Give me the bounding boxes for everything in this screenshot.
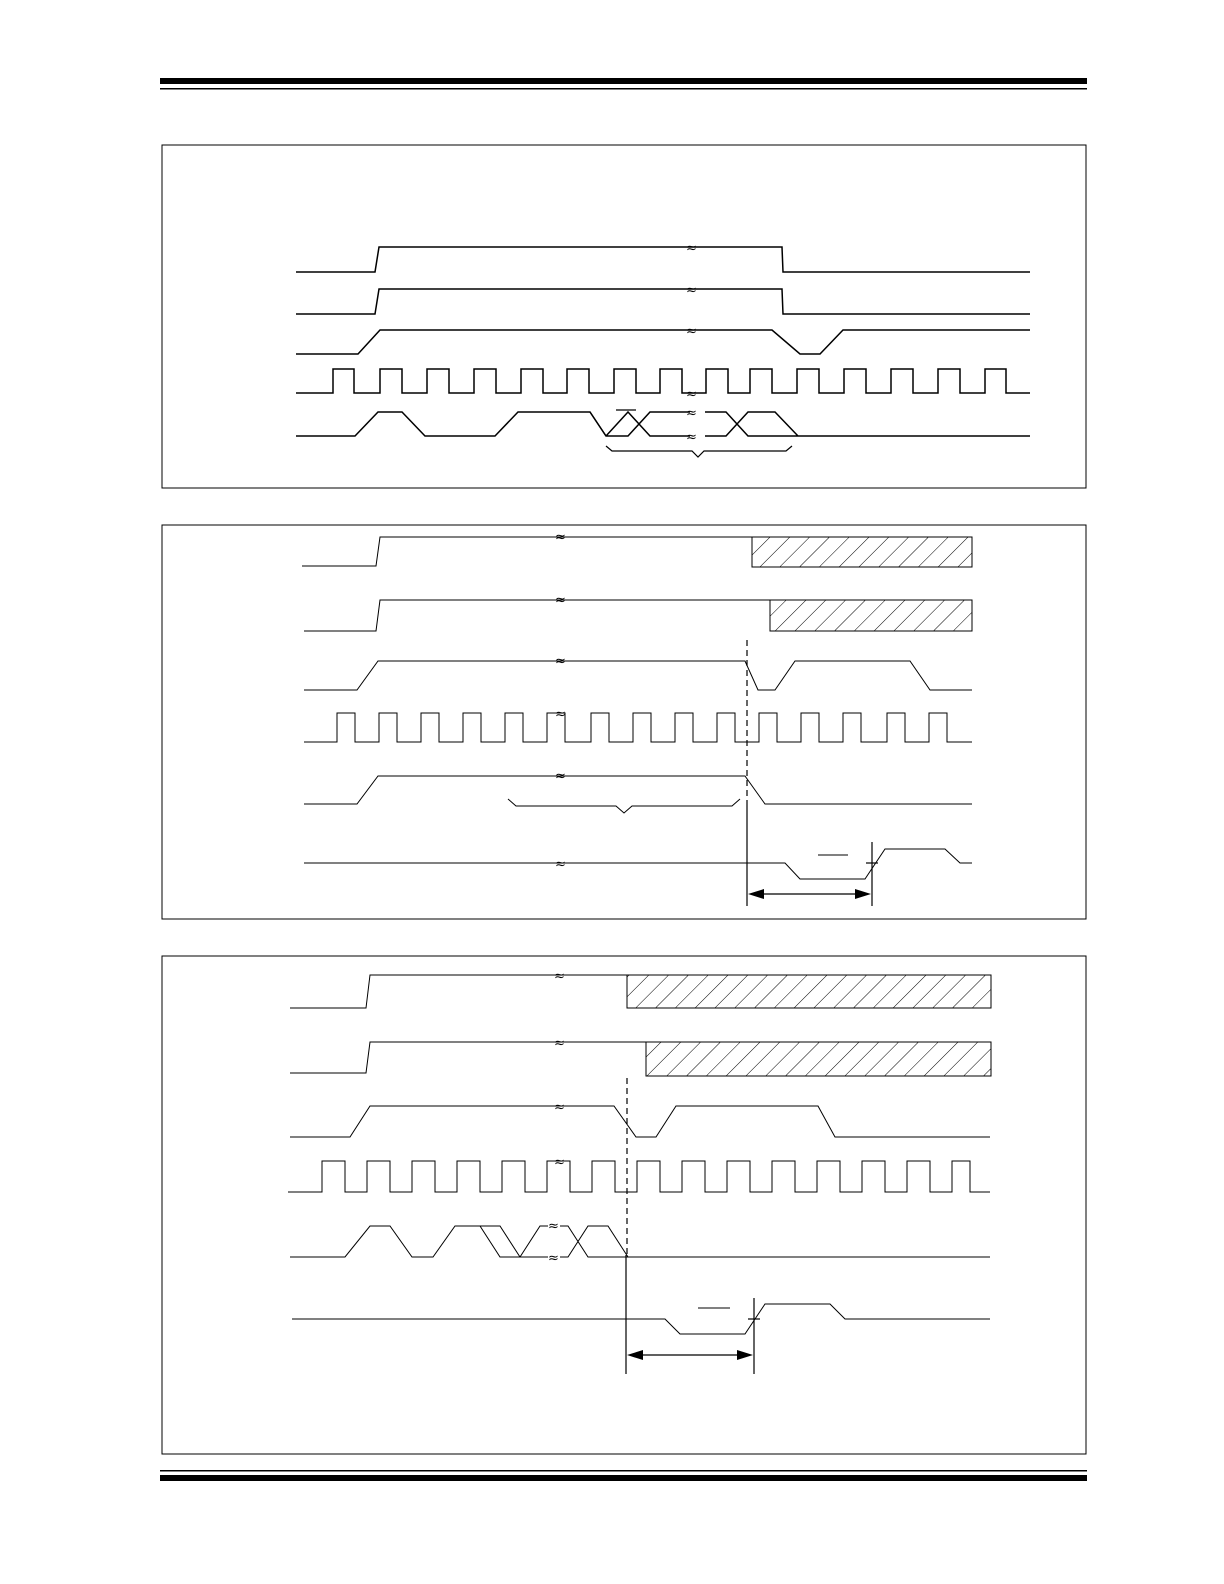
figure-3-clock-waveform — [288, 1160, 990, 1193]
svg-text:≈: ≈ — [555, 530, 566, 545]
svg-text:≈: ≈ — [555, 654, 566, 669]
figure-3-timing-arrow — [627, 1350, 753, 1360]
figure-3-waveform-2 — [290, 1041, 646, 1074]
header-rule — [160, 78, 1087, 90]
figure-1-waveform-2 — [296, 288, 1030, 315]
figure-1-frame — [161, 144, 1087, 489]
figure-1-brace — [605, 445, 793, 458]
figure-2-break-marks: ≈ ≈ ≈ ≈ ≈ ≈ — [555, 530, 566, 872]
svg-text:≈: ≈ — [554, 1155, 565, 1170]
svg-text:≈: ≈ — [686, 283, 697, 298]
svg-text:≈: ≈ — [555, 857, 566, 872]
figure-2-output-waveform — [304, 848, 972, 880]
svg-text:≈: ≈ — [686, 430, 697, 445]
figure-3-waveform-3 — [290, 1105, 990, 1138]
figure-3-waveform-1 — [290, 974, 627, 1009]
figure-1-break-marks: ≈ ≈ ≈ ≈ ≈ ≈ — [686, 241, 697, 445]
figure-3-data-waveform — [290, 1225, 990, 1258]
figure-1-waveform-3 — [296, 329, 1030, 355]
svg-text:≈: ≈ — [548, 1251, 559, 1266]
svg-text:≈: ≈ — [554, 1036, 565, 1051]
figure-3-break-marks: ≈ ≈ ≈ ≈ ≈ ≈ — [548, 969, 565, 1266]
footer-rule — [160, 1470, 1087, 1481]
figure-2-data-waveform — [304, 775, 972, 805]
figure-3-frame — [161, 955, 1087, 1455]
svg-text:≈: ≈ — [686, 406, 697, 421]
figure-2: ≈ ≈ ≈ ≈ ≈ ≈ — [161, 524, 1087, 920]
figure-3-hatched-region-2 — [645, 1041, 992, 1077]
figure-2-clock-waveform — [304, 712, 972, 743]
figure-3-hatched-region-1 — [626, 974, 992, 1009]
svg-text:≈: ≈ — [555, 593, 566, 608]
figure-1-clock-waveform — [296, 368, 1030, 394]
figure-2-waveform-3 — [304, 660, 972, 691]
figure-3-output-waveform — [292, 1303, 990, 1335]
figure-2-frame — [161, 524, 1087, 920]
figure-2-waveform-1 — [302, 536, 752, 567]
svg-text:≈: ≈ — [548, 1219, 559, 1234]
figure-2-hatched-region-1 — [751, 536, 973, 568]
svg-text:≈: ≈ — [686, 241, 697, 256]
svg-text:≈: ≈ — [686, 324, 697, 339]
figure-2-waveform-2 — [304, 599, 770, 632]
figure-2-hatched-region-2 — [769, 599, 973, 632]
svg-text:≈: ≈ — [555, 769, 566, 784]
figure-1: ≈ ≈ ≈ ≈ ≈ ≈ — [161, 144, 1087, 489]
figure-2-brace — [507, 798, 741, 814]
svg-text:≈: ≈ — [554, 1100, 565, 1115]
svg-text:≈: ≈ — [554, 969, 565, 984]
svg-text:≈: ≈ — [686, 387, 697, 402]
figure-2-timing-arrow — [748, 889, 871, 899]
figure-1-waveform-1 — [296, 246, 1030, 273]
figure-3: ≈ ≈ ≈ ≈ ≈ ≈ — [161, 955, 1087, 1455]
figure-1-data-transition — [589, 411, 607, 437]
figure-1-data-waveform — [296, 410, 1030, 437]
svg-text:≈: ≈ — [555, 707, 566, 722]
